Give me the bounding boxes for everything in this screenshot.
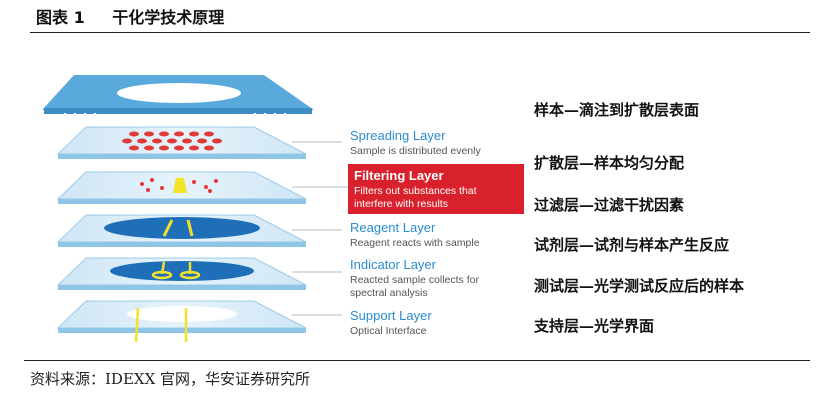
cn-desc-sample: 样本—滴注到扩散层表面 [534, 101, 700, 119]
desc-indicator-layer-2: spectral analysis [350, 287, 428, 299]
desc-spreading-layer: Sample is distributed evenly [350, 145, 481, 157]
spreading-layer-plate [56, 126, 307, 159]
desc-reagent-layer: Reagent reacts with sample [350, 237, 480, 249]
desc-filtering-layer-2: interfere with results [354, 198, 448, 210]
source-note: 资料来源：IDEXX 官网，华安证券研究所 [30, 370, 311, 388]
sample-slide-layer [42, 75, 314, 118]
figure-title: 干化学技术原理 [112, 8, 225, 27]
connector-lines [292, 141, 348, 316]
reagent-layer-plate [56, 214, 307, 247]
desc-support-layer: Optical Interface [350, 325, 427, 337]
cn-desc-indicator: 测试层—光学测试反应后的样本 [534, 277, 745, 295]
dry-chemistry-diagram: Spreading Layer Sample is distributed ev… [42, 75, 524, 343]
sample-dots [122, 131, 222, 151]
cn-desc-support: 支持层—光学界面 [534, 317, 655, 335]
label-reagent-layer: Reagent Layer [350, 220, 436, 235]
figure-title-bar: 图表 1 干化学技术原理 [30, 4, 810, 33]
cn-desc-reagent: 试剂层—试剂与样本产生反应 [534, 236, 730, 254]
desc-indicator-layer-1: Reacted sample collects for [350, 274, 479, 286]
label-filtering-layer: Filtering Layer [354, 168, 444, 183]
cn-desc-filtering: 过滤层—过滤干扰因素 [534, 196, 685, 214]
support-layer-plate [56, 300, 307, 343]
cn-desc-spreading: 扩散层—样本均匀分配 [534, 154, 685, 172]
figure-label: 图表 1 [36, 8, 85, 27]
indicator-layer-plate [56, 257, 307, 290]
filtering-layer-highlight [348, 164, 524, 214]
label-indicator-layer: Indicator Layer [350, 257, 437, 272]
label-support-layer: Support Layer [350, 308, 432, 323]
filtering-layer-plate [56, 171, 307, 204]
source-divider [24, 360, 810, 361]
label-spreading-layer: Spreading Layer [350, 128, 446, 143]
desc-filtering-layer-1: Filters out substances that [354, 185, 477, 197]
